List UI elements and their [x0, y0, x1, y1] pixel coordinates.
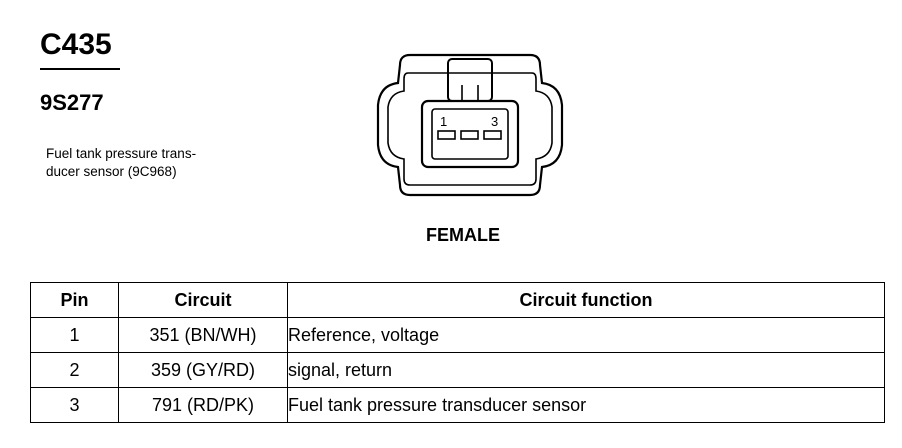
pin-slot-2 — [460, 130, 479, 140]
pin-circuit-table: Pin Circuit Circuit function 1 351 (BN/W… — [30, 282, 885, 423]
title-underline — [40, 68, 120, 70]
cell-circuit: 359 (GY/RD) — [118, 352, 288, 388]
column-header-function: Circuit function — [287, 282, 885, 318]
part-number: 9S277 — [40, 90, 104, 115]
cell-pin: 2 — [30, 352, 119, 388]
column-header-pin: Pin — [30, 282, 119, 318]
table-row: 2 359 (GY/RD) signal, return — [30, 352, 885, 388]
connector-gender: FEMALE — [426, 225, 500, 245]
pin-slot-3 — [483, 130, 502, 140]
pin-cavity-outer — [420, 99, 520, 169]
description-line-2: ducer sensor (9C968) — [46, 164, 177, 179]
connector-face-diagram: 1 3 — [376, 53, 564, 197]
cell-pin: 1 — [30, 317, 119, 353]
table-row: 3 791 (RD/PK) Fuel tank pressure transdu… — [30, 387, 885, 423]
cell-function: signal, return — [287, 352, 885, 388]
cell-function: Fuel tank pressure transducer sensor — [287, 387, 885, 423]
connector-id: C435 — [40, 28, 112, 61]
cell-function: Reference, voltage — [287, 317, 885, 353]
locking-tab — [447, 58, 493, 102]
cell-pin: 3 — [30, 387, 119, 423]
connector-description: Fuel tank pressure trans- ducer sensor (… — [46, 145, 246, 181]
connector-housing-outline — [376, 53, 564, 197]
cell-circuit: 791 (RD/PK) — [118, 387, 288, 423]
table-row: 1 351 (BN/WH) Reference, voltage — [30, 317, 885, 353]
pin-cavity-inner — [431, 108, 509, 160]
pin-slot-1 — [437, 130, 456, 140]
connector-housing-inner-outline — [387, 72, 553, 186]
pin-number-first: 1 — [440, 114, 447, 129]
cell-circuit: 351 (BN/WH) — [118, 317, 288, 353]
pin-number-last: 3 — [491, 114, 498, 129]
column-header-circuit: Circuit — [118, 282, 288, 318]
description-line-1: Fuel tank pressure trans- — [46, 146, 197, 161]
table-header-row: Pin Circuit Circuit function — [30, 282, 885, 318]
